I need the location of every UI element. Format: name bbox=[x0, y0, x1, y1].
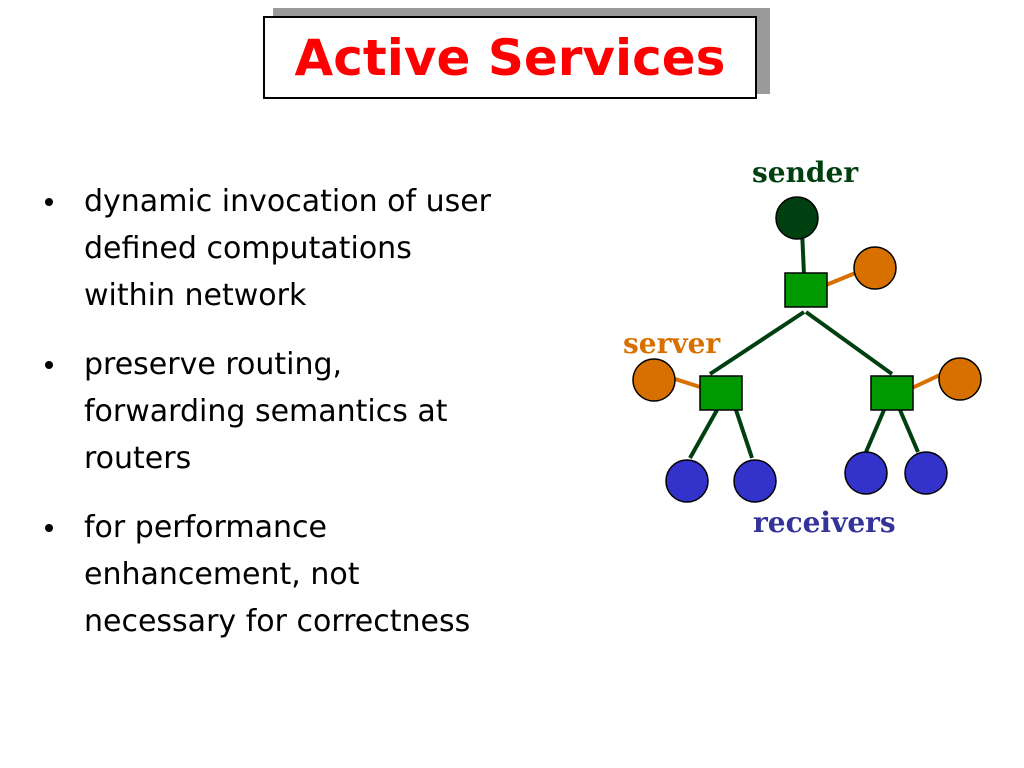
server-link-root bbox=[825, 270, 859, 287]
sender-node bbox=[775, 196, 819, 240]
tree-link-root-right bbox=[804, 310, 894, 376]
server-node bbox=[853, 246, 897, 290]
receivers-label: receivers bbox=[753, 506, 896, 539]
bullet-line: enhancement, not bbox=[84, 557, 360, 592]
server-link-left bbox=[671, 376, 701, 389]
bullet-list: dynamic invocation of user defined compu… bbox=[44, 178, 604, 667]
bullet-item: preserve routing, forwarding semantics a… bbox=[44, 341, 604, 482]
slide-title: Active Services bbox=[294, 28, 726, 87]
bullet-line: defined computations bbox=[84, 231, 412, 266]
server-node bbox=[632, 358, 676, 402]
tree-link-left-r2 bbox=[734, 409, 754, 459]
bullet-dot-icon bbox=[45, 361, 53, 369]
bullet-line: dynamic invocation of user bbox=[84, 184, 492, 219]
router-node bbox=[870, 375, 914, 411]
receiver-node bbox=[733, 459, 777, 503]
receiver-node bbox=[844, 451, 888, 495]
tree-link-right-r3 bbox=[864, 409, 886, 453]
server-label: server bbox=[623, 327, 721, 360]
bullet-line: necessary for correctness bbox=[84, 604, 471, 639]
bullet-line: forwarding semantics at bbox=[84, 394, 448, 429]
server-node bbox=[938, 357, 982, 401]
bullet-line: preserve routing, bbox=[84, 347, 343, 382]
router-node bbox=[784, 272, 828, 308]
bullet-item: for performance enhancement, not necessa… bbox=[44, 504, 604, 645]
tree-link-left-r1 bbox=[688, 409, 719, 459]
sender-label: sender bbox=[752, 156, 859, 189]
receiver-node bbox=[665, 459, 709, 503]
title-box: Active Services bbox=[263, 16, 757, 99]
bullet-line: routers bbox=[84, 441, 192, 476]
receiver-node bbox=[904, 451, 948, 495]
tree-link-right-r4 bbox=[898, 409, 920, 453]
bullet-line: within network bbox=[84, 278, 307, 313]
tree-link-root-left bbox=[708, 310, 806, 376]
router-node bbox=[699, 375, 743, 411]
server-link-right bbox=[911, 372, 943, 390]
bullet-line: for performance bbox=[84, 510, 327, 545]
bullet-dot-icon bbox=[45, 198, 53, 206]
network-diagram: sender server receivers bbox=[623, 156, 982, 539]
bullet-dot-icon bbox=[45, 524, 53, 532]
bullet-item: dynamic invocation of user defined compu… bbox=[44, 178, 604, 319]
